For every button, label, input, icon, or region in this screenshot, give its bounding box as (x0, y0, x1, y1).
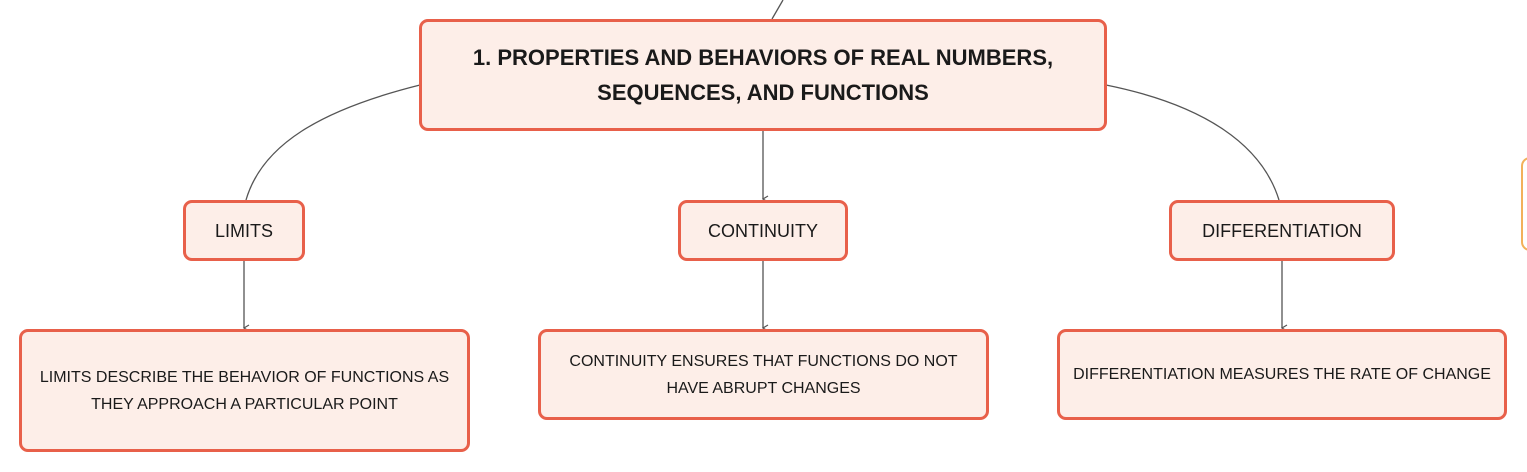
root-topic-node[interactable]: 1. PROPERTIES AND BEHAVIORS OF REAL NUMB… (419, 19, 1107, 131)
connector-root-to-limits (245, 84, 421, 201)
detail-node-continuity[interactable]: CONTINUITY ENSURES THAT FUNCTIONS DO NOT… (538, 329, 989, 420)
topic-node-differentiation[interactable]: DIFFERENTIATION (1169, 200, 1395, 261)
detail-node-limits[interactable]: LIMITS DESCRIBE THE BEHAVIOR OF FUNCTION… (19, 329, 470, 452)
topic-label-limits: LIMITS (214, 220, 273, 241)
topic-label-continuity: CONTINUITY (708, 220, 818, 241)
detail-text-continuity: CONTINUITY ENSURES THAT FUNCTIONS DO NOT… (569, 352, 958, 397)
root-topic-label: 1. PROPERTIES AND BEHAVIORS OF REAL NUMB… (472, 45, 1054, 105)
connector-parent-to-root (771, 0, 784, 20)
topic-node-continuity[interactable]: CONTINUITY (678, 200, 848, 261)
topic-label-differentiation: DIFFERENTIATION (1202, 220, 1362, 241)
topic-node-limits[interactable]: LIMITS (183, 200, 305, 261)
connector-root-to-differentiation (1105, 84, 1280, 201)
detail-text-differentiation: DIFFERENTIATION MEASURES THE RATE OF CHA… (1073, 366, 1491, 383)
detail-node-differentiation[interactable]: DIFFERENTIATION MEASURES THE RATE OF CHA… (1057, 329, 1507, 420)
detail-text-limits: LIMITS DESCRIBE THE BEHAVIOR OF FUNCTION… (39, 368, 450, 413)
offscreen-node-edge[interactable] (1521, 157, 1527, 251)
